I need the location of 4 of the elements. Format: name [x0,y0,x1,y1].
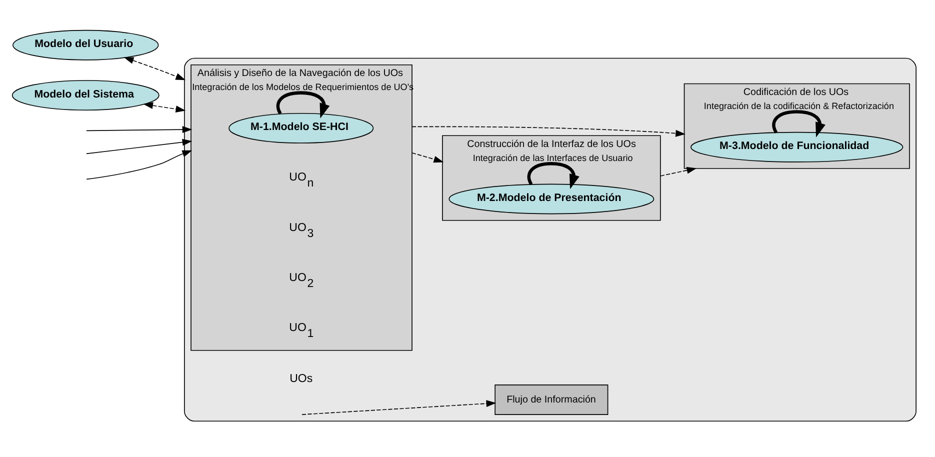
label: UOs [290,372,313,385]
edge-label: Integración de las Interfaces de Usuario [472,152,633,162]
edge-label: Integración de la codificación & Refactorización [704,100,894,111]
legend-label: Flujo de Información [506,394,596,405]
